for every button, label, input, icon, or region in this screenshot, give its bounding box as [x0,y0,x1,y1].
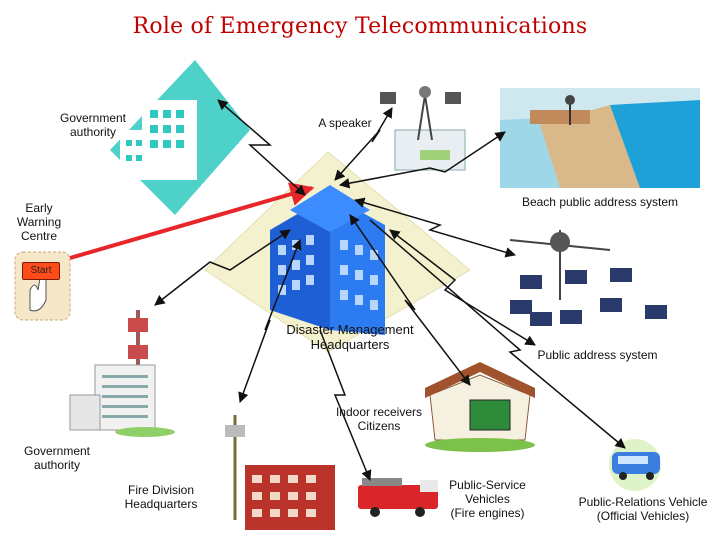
label-line: Public-Relations Vehicle [578,495,708,509]
label-line: authority [69,125,117,139]
public-address-label: Public address system [537,348,658,362]
label-line: Government [23,444,91,458]
label-line: (Fire engines) [450,506,525,520]
beach-scene-icon [500,88,700,188]
link-arrows [154,99,626,481]
hq-label: Disaster Management Headquarters [265,322,435,352]
label-line: Indoor receivers [335,405,423,419]
label-line: Vehicles [465,492,510,506]
label-line: Government [59,111,127,125]
label-line: Citizens [357,419,401,433]
label-line: Disaster Management [286,322,414,337]
van-icon [609,439,661,491]
label-line: Centre [20,229,58,243]
public-service-label: Public-Service Vehicles (Fire engines) [440,478,535,520]
label-line: Public-Service [449,478,526,492]
tower-building-icon [69,310,175,437]
warning-signal-arrow [69,182,315,260]
fire-division-label: Fire Division Headquarters [112,483,210,511]
speaker-tower-icon [380,86,466,171]
house-radio-icon [425,362,535,452]
government-building-icon [110,60,250,215]
fire-engine-icon [358,478,438,517]
gov-authority-top-label: Government authority [48,111,138,139]
label-line: (Official Vehicles) [596,509,690,523]
antenna-houses-icon [509,230,667,326]
diagram-title: Role of Emergency Telecommunications [132,14,588,39]
label-line: Headquarters [310,337,390,352]
public-relations-label: Public-Relations Vehicle (Official Vehic… [568,495,718,523]
label-line: Early [25,201,53,215]
beach-pa-label: Beach public address system [521,195,679,209]
label-line: Headquarters [124,497,198,511]
label-line: Warning [16,215,62,229]
speaker-label: A speaker [318,116,372,130]
gov-authority-bottom-label: Government authority [12,444,102,472]
indoor-receivers-label: Indoor receivers Citizens [318,405,440,433]
fire-hq-icon [225,415,335,530]
start-button[interactable]: Start [22,262,60,280]
label-line: Fire Division [127,483,194,497]
label-line: authority [33,458,81,472]
early-warning-label: Early Warning Centre [4,201,74,243]
